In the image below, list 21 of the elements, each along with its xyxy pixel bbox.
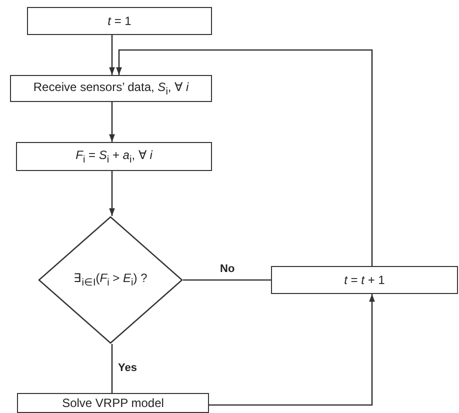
process-box — [271, 266, 458, 294]
edge-label: No — [219, 263, 236, 275]
arrow — [209, 294, 375, 406]
process-box — [27, 7, 212, 35]
process-box — [17, 393, 209, 413]
node-text: ∃$_{i∈I}$(F$_{i}$ > E$_{i}$) ? — [74, 271, 148, 289]
node-text: Solve VRPP model — [62, 396, 164, 410]
node-text: F$_{i}$ = S$_{i}$ + a$_{i}$, ∀ i — [76, 148, 152, 166]
process-box — [16, 142, 212, 171]
arrow — [109, 171, 115, 216]
arrow — [109, 35, 115, 75]
arrow — [109, 102, 115, 142]
node-text: Receive sensors’ data, S$_{i}$, ∀ i — [33, 80, 189, 98]
arrow — [116, 49, 373, 266]
node-text: t = t + 1 — [344, 273, 385, 287]
node-text: t = 1 — [108, 14, 132, 28]
connector-line — [183, 279, 271, 281]
edge-label: Yes — [117, 362, 138, 374]
connector-line — [111, 344, 113, 393]
process-box — [10, 75, 212, 102]
decision-diamond — [38, 216, 183, 344]
